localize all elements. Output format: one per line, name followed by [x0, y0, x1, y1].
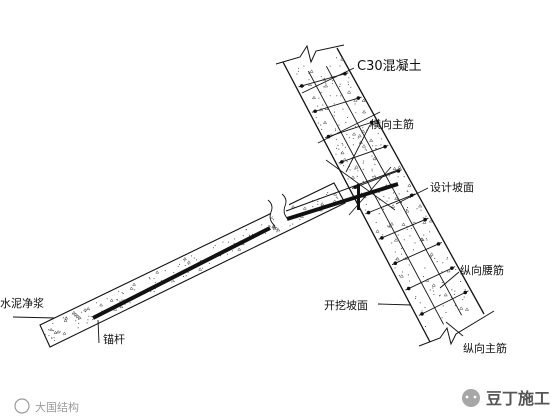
concrete-slope-band [275, 44, 495, 347]
label-cement-grout: 水泥净浆 [0, 296, 44, 310]
label-excavation-slope: 开挖坡面 [324, 298, 368, 312]
concrete-grid [298, 65, 469, 325]
anchor-rod [92, 169, 399, 320]
watermark-bottom-left: 大国结构 [14, 398, 79, 414]
label-c30-concrete: C30混凝土 [357, 58, 422, 74]
leader-lines [12, 67, 464, 344]
label-anchor-rod: 锚杆 [103, 332, 125, 346]
design-slope-line [336, 47, 485, 315]
excavation-slope-line [282, 61, 431, 343]
label-transverse-main-rebar: 横向主筋 [370, 117, 414, 131]
break-mark-left [267, 199, 276, 227]
watermark-chat-icon [462, 389, 480, 407]
watermark-logo-icon [14, 398, 30, 414]
svg-text:大国结构: 大国结构 [35, 400, 79, 414]
bottom-break-line [418, 310, 495, 347]
anchor-head-plate [357, 184, 360, 210]
label-longitudinal-main-rebar: 纵向主筋 [463, 341, 507, 355]
concrete-hatch [296, 57, 470, 328]
svg-text:豆丁施工: 豆丁施工 [486, 389, 550, 408]
label-design-slope: 设计坡面 [430, 181, 474, 194]
grout-column [39, 182, 346, 348]
watermark-bottom-right: 豆丁施工 [462, 389, 550, 408]
break-mark-right [281, 193, 290, 221]
label-longitudinal-waist-rebar: 纵向腰筋 [460, 263, 504, 277]
top-break-line [275, 44, 345, 65]
